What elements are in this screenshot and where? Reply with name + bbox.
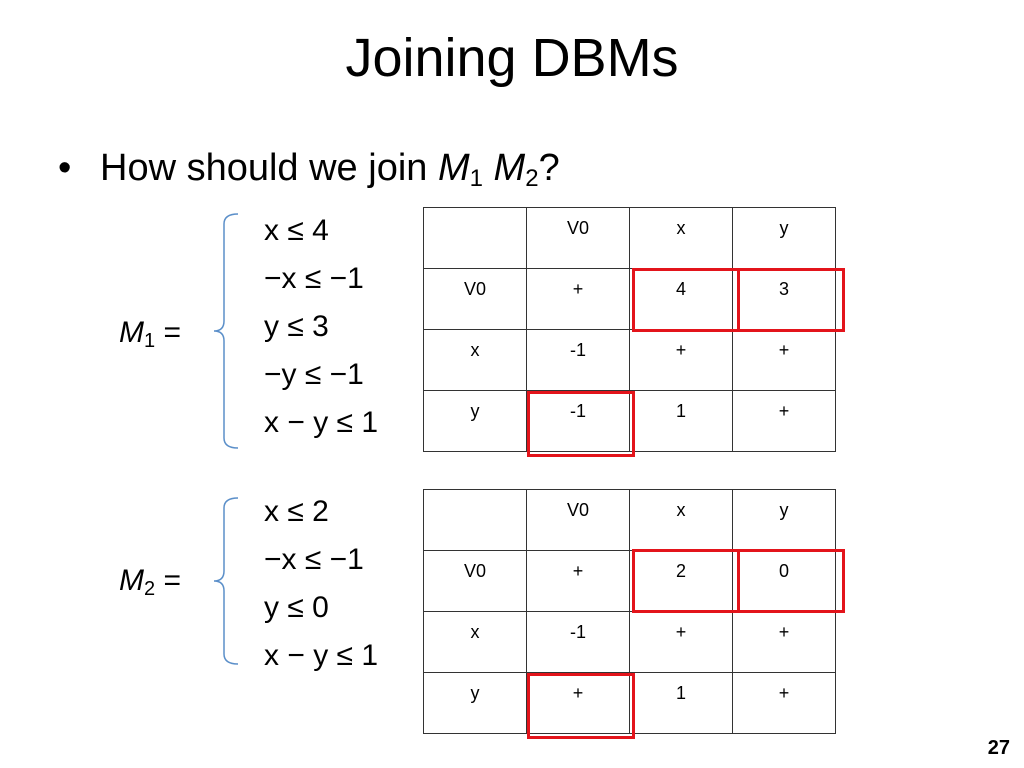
table-cell: x xyxy=(423,329,527,391)
table-cell: 3 xyxy=(732,268,836,330)
bullet-m1: M xyxy=(437,147,470,189)
table-cell: y xyxy=(732,207,836,269)
table-cell: + xyxy=(526,672,630,734)
table-header-row: V0 x y xyxy=(423,489,836,551)
table-cell: + xyxy=(526,550,630,612)
m1-constraint: −y ≤ −1 xyxy=(264,358,364,391)
m2-constraint: x ≤ 2 xyxy=(264,495,329,528)
page-number: 27 xyxy=(987,737,1010,759)
table-cell: 1 xyxy=(629,672,733,734)
table-cell xyxy=(423,207,527,269)
table-cell: + xyxy=(629,329,733,391)
table-cell: x xyxy=(629,207,733,269)
table-cell: + xyxy=(629,611,733,673)
table-cell: -1 xyxy=(526,611,630,673)
m2-label-sub: 2 xyxy=(144,578,156,600)
table-cell: -1 xyxy=(526,390,630,452)
m1-constraint: x ≤ 4 xyxy=(264,214,329,247)
table-cell: + xyxy=(526,268,630,330)
table-cell: + xyxy=(732,390,836,452)
table-cell: 0 xyxy=(732,550,836,612)
m2-constraint: −x ≤ −1 xyxy=(264,543,364,576)
bullet-m2-sub: 2 xyxy=(525,165,539,192)
m2-brace-icon xyxy=(213,497,239,665)
m2-constraints: x ≤ 2 −x ≤ −1 y ≤ 0 x − y ≤ 1 xyxy=(264,488,378,680)
table-cell: x xyxy=(629,489,733,551)
m2-label-eq: = xyxy=(155,564,181,597)
bullet-suffix: ? xyxy=(538,147,560,189)
m1-dbm-table: V0 x y V0 + 4 3 x -1 + + y -1 1 + xyxy=(423,207,836,452)
bullet-prefix: How should we join xyxy=(100,147,438,189)
table-cell: + xyxy=(732,611,836,673)
m1-label: M1 = xyxy=(119,316,181,352)
slide-title: Joining DBMs xyxy=(345,28,679,88)
m2-dbm-table: V0 x y V0 + 2 0 x -1 + + y + 1 + xyxy=(423,489,836,734)
m2-label: M2 = xyxy=(119,564,181,600)
bullet-m1-sub: 1 xyxy=(469,165,483,192)
m1-constraint: −x ≤ −1 xyxy=(264,262,364,295)
table-cell: y xyxy=(423,390,527,452)
table-cell: + xyxy=(732,329,836,391)
table-cell: + xyxy=(732,672,836,734)
table-cell: y xyxy=(732,489,836,551)
m1-label-sub: 1 xyxy=(144,330,156,352)
m1-constraint: y ≤ 3 xyxy=(264,310,329,343)
m1-brace-icon xyxy=(213,213,239,449)
table-cell: V0 xyxy=(423,268,527,330)
bullet-m2: M xyxy=(493,147,526,189)
m1-constraint: x − y ≤ 1 xyxy=(264,406,379,439)
m1-label-eq: = xyxy=(155,316,181,349)
table-row: V0 + 4 3 xyxy=(423,268,836,330)
m2-constraint: y ≤ 0 xyxy=(264,591,329,624)
table-row: V0 + 2 0 xyxy=(423,550,836,612)
table-row: y -1 1 + xyxy=(423,390,836,452)
m2-label-var: M xyxy=(119,564,144,597)
table-row: y + 1 + xyxy=(423,672,836,734)
table-row: x -1 + + xyxy=(423,329,836,391)
table-cell: 2 xyxy=(629,550,733,612)
bullet-symbol: • xyxy=(58,147,72,189)
table-cell: x xyxy=(423,611,527,673)
table-cell: V0 xyxy=(526,207,630,269)
table-cell: 1 xyxy=(629,390,733,452)
table-header-row: V0 x y xyxy=(423,207,836,269)
m1-label-var: M xyxy=(119,316,144,349)
bullet-question: •How should we join M1 M2? xyxy=(58,140,560,196)
table-row: x -1 + + xyxy=(423,611,836,673)
m2-constraint: x − y ≤ 1 xyxy=(264,639,379,672)
table-cell: V0 xyxy=(526,489,630,551)
table-cell: y xyxy=(423,672,527,734)
table-cell: V0 xyxy=(423,550,527,612)
table-cell: -1 xyxy=(526,329,630,391)
m1-constraints: x ≤ 4 −x ≤ −1 y ≤ 3 −y ≤ −1 x − y ≤ 1 xyxy=(264,207,378,447)
table-cell xyxy=(423,489,527,551)
table-cell: 4 xyxy=(629,268,733,330)
